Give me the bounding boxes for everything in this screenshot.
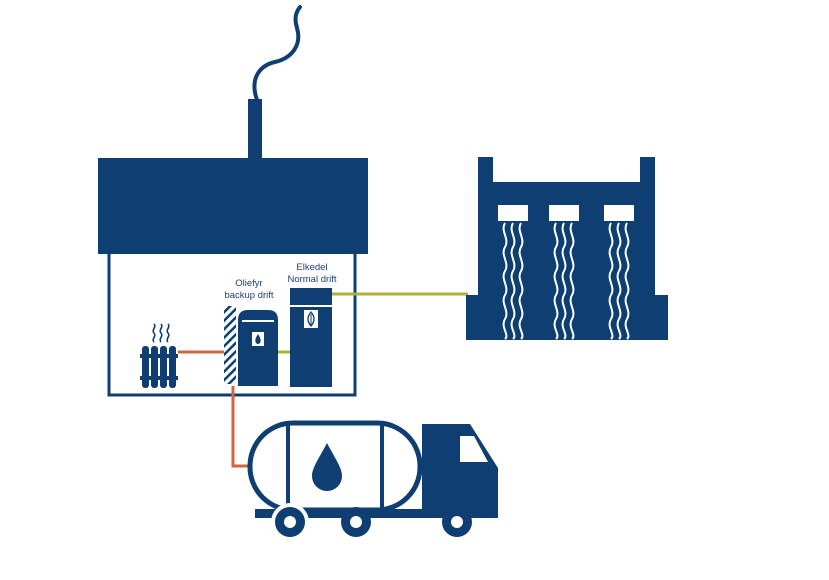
heat-waves-icon [152,323,170,343]
oil-boiler-label-line1: Oliefyr [235,278,262,289]
power-plant-icon [466,157,668,340]
chimney [248,99,262,159]
oil-supply-line [231,386,250,468]
oil-boiler-hatch [224,306,236,384]
oil-tanker-truck-icon [247,420,498,541]
radiator-icon [140,346,178,388]
oil-boiler-label-line2: backup drift [224,290,273,301]
electric-boiler-label-line1: Elkedel [296,262,327,273]
oil-drop-icon [312,443,342,491]
electric-boiler-icon [290,288,332,387]
electric-boiler-label-line2: Normal drift [287,274,336,285]
house-roof [98,158,368,254]
oil-boiler-icon [238,310,278,386]
chimney-smoke [252,5,302,102]
